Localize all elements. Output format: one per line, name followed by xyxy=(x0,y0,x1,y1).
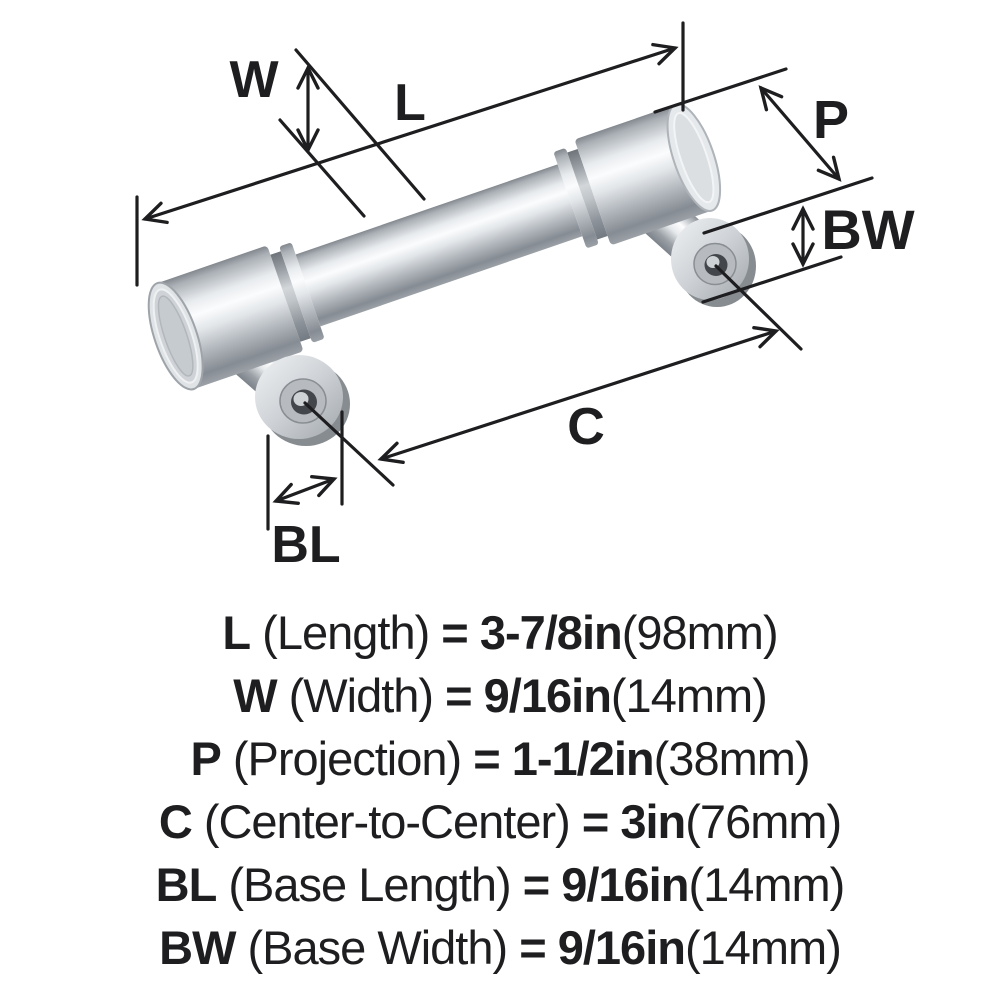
label-width: W xyxy=(229,51,279,109)
product-dimension-diagram: W L P BW C BL xyxy=(135,21,915,574)
dim-name: (Base Length) xyxy=(228,858,511,911)
dim-metric: (38mm) xyxy=(653,732,811,785)
dim-value: 9/16in xyxy=(561,858,689,911)
dim-base-length xyxy=(266,410,344,531)
label-length: L xyxy=(394,74,426,132)
legend-row-base-length: BL (Base Length) = 9/16in(14mm) xyxy=(0,853,1000,916)
legend-row-width: W (Width) = 9/16in(14mm) xyxy=(0,664,1000,727)
dim-abbr: BW xyxy=(159,921,236,974)
dim-value: 3in xyxy=(620,795,686,848)
dim-abbr: W xyxy=(233,669,277,722)
dim-value: 1-1/2in xyxy=(511,732,655,785)
label-projection: P xyxy=(813,90,849,150)
dim-length xyxy=(135,21,685,287)
dim-abbr: P xyxy=(190,732,221,785)
dim-metric: (98mm) xyxy=(621,606,779,659)
dim-name: (Projection) xyxy=(232,732,462,785)
dim-center-to-center xyxy=(377,325,780,465)
legend-row-base-width: BW (Base Width) = 9/16in(14mm) xyxy=(0,916,1000,979)
equals-sign: = xyxy=(445,669,472,722)
label-base-width: BW xyxy=(821,198,914,261)
equals-sign: = xyxy=(441,606,468,659)
label-base-length: BL xyxy=(271,516,340,574)
dim-abbr: BL xyxy=(155,858,218,911)
equals-sign: = xyxy=(581,795,609,848)
dim-base-width xyxy=(701,205,843,304)
handle-body xyxy=(147,103,722,391)
dim-metric: (76mm) xyxy=(685,795,842,848)
dim-value: 9/16in xyxy=(483,669,612,722)
dim-metric: (14mm) xyxy=(610,669,768,722)
dim-metric: (14mm) xyxy=(684,921,842,974)
equals-sign: = xyxy=(522,858,550,911)
dim-width xyxy=(278,48,426,218)
legend-row-center-to-center: C (Center-to-Center) = 3in(76mm) xyxy=(0,790,1000,853)
dim-value: 9/16in xyxy=(557,921,686,974)
equals-sign: = xyxy=(519,921,546,974)
equals-sign: = xyxy=(473,732,500,785)
handle-diagram-svg: W L P BW C BL xyxy=(135,21,915,574)
dim-abbr: C xyxy=(158,795,193,848)
screw-axis-lines xyxy=(303,264,803,487)
dim-projection xyxy=(653,67,874,235)
label-center-to-center: C xyxy=(567,398,605,456)
legend-row-projection: P (Projection) = 1-1/2in(38mm) xyxy=(0,727,1000,790)
dim-name: (Center-to-Center) xyxy=(203,795,571,848)
dim-name: (Base Width) xyxy=(247,921,509,974)
dim-value: 3-7/8in xyxy=(479,606,623,659)
dim-name: (Length) xyxy=(262,606,430,659)
dim-name: (Width) xyxy=(288,669,434,722)
dim-abbr: L xyxy=(222,606,251,659)
dim-metric: (14mm) xyxy=(688,858,845,911)
dimension-legend: L (Length) = 3-7/8in(98mm) W (Width) = 9… xyxy=(0,601,1000,979)
legend-row-length: L (Length) = 3-7/8in(98mm) xyxy=(0,601,1000,664)
